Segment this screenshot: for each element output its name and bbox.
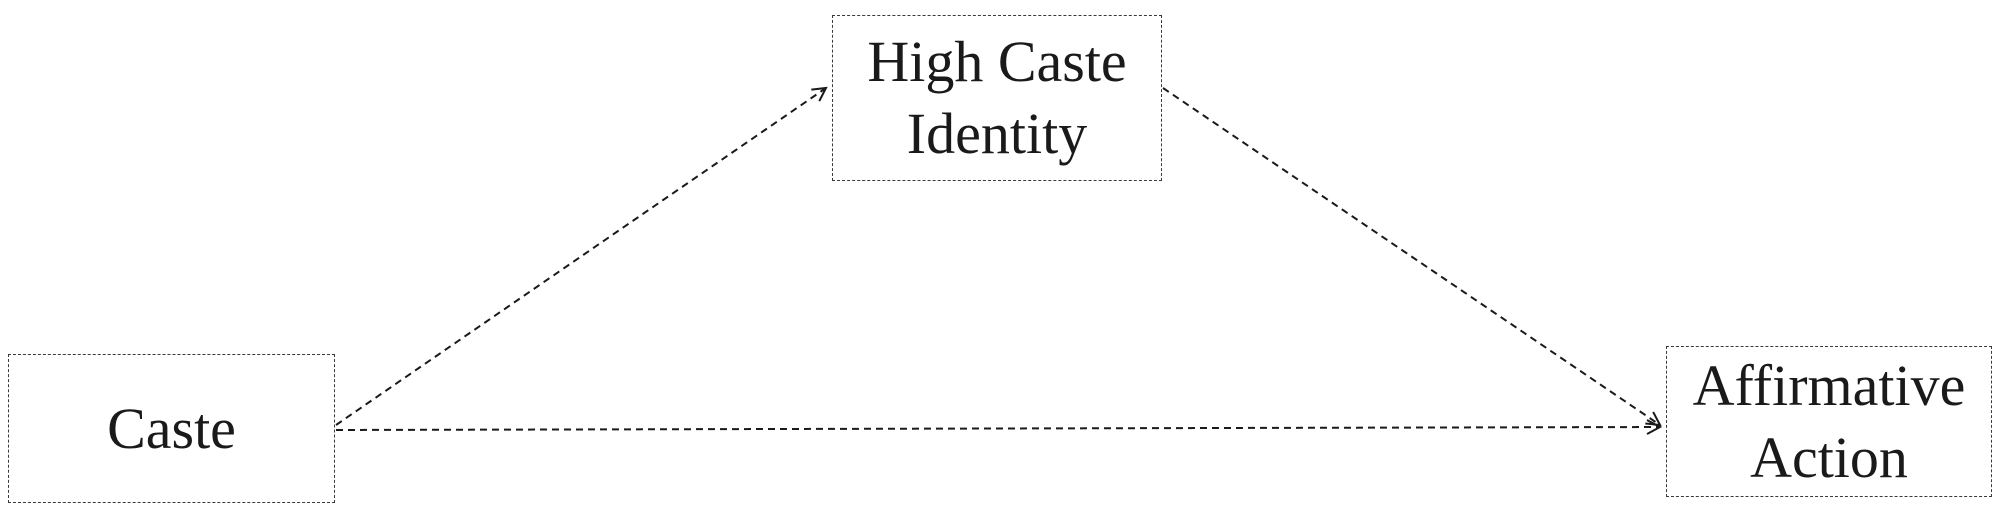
- arrow-caste-to-high-caste-identity: [335, 86, 828, 426]
- node-affirmative-action-line2: Action: [1750, 424, 1908, 490]
- node-affirmative-action: Affirmative Action: [1666, 346, 1992, 497]
- node-high-caste-identity-line1: High Caste: [867, 29, 1127, 94]
- arrow-high-caste-identity-to-affirmative-action: [1162, 87, 1662, 427]
- node-caste-label: Caste: [107, 395, 236, 461]
- node-affirmative-action-line1: Affirmative: [1692, 352, 1966, 418]
- node-caste: Caste: [8, 354, 335, 503]
- node-high-caste-identity: High Caste Identity: [832, 15, 1162, 181]
- node-high-caste-identity-line2: Identity: [906, 101, 1088, 166]
- arrow-caste-to-affirmative-action: [335, 419, 1663, 435]
